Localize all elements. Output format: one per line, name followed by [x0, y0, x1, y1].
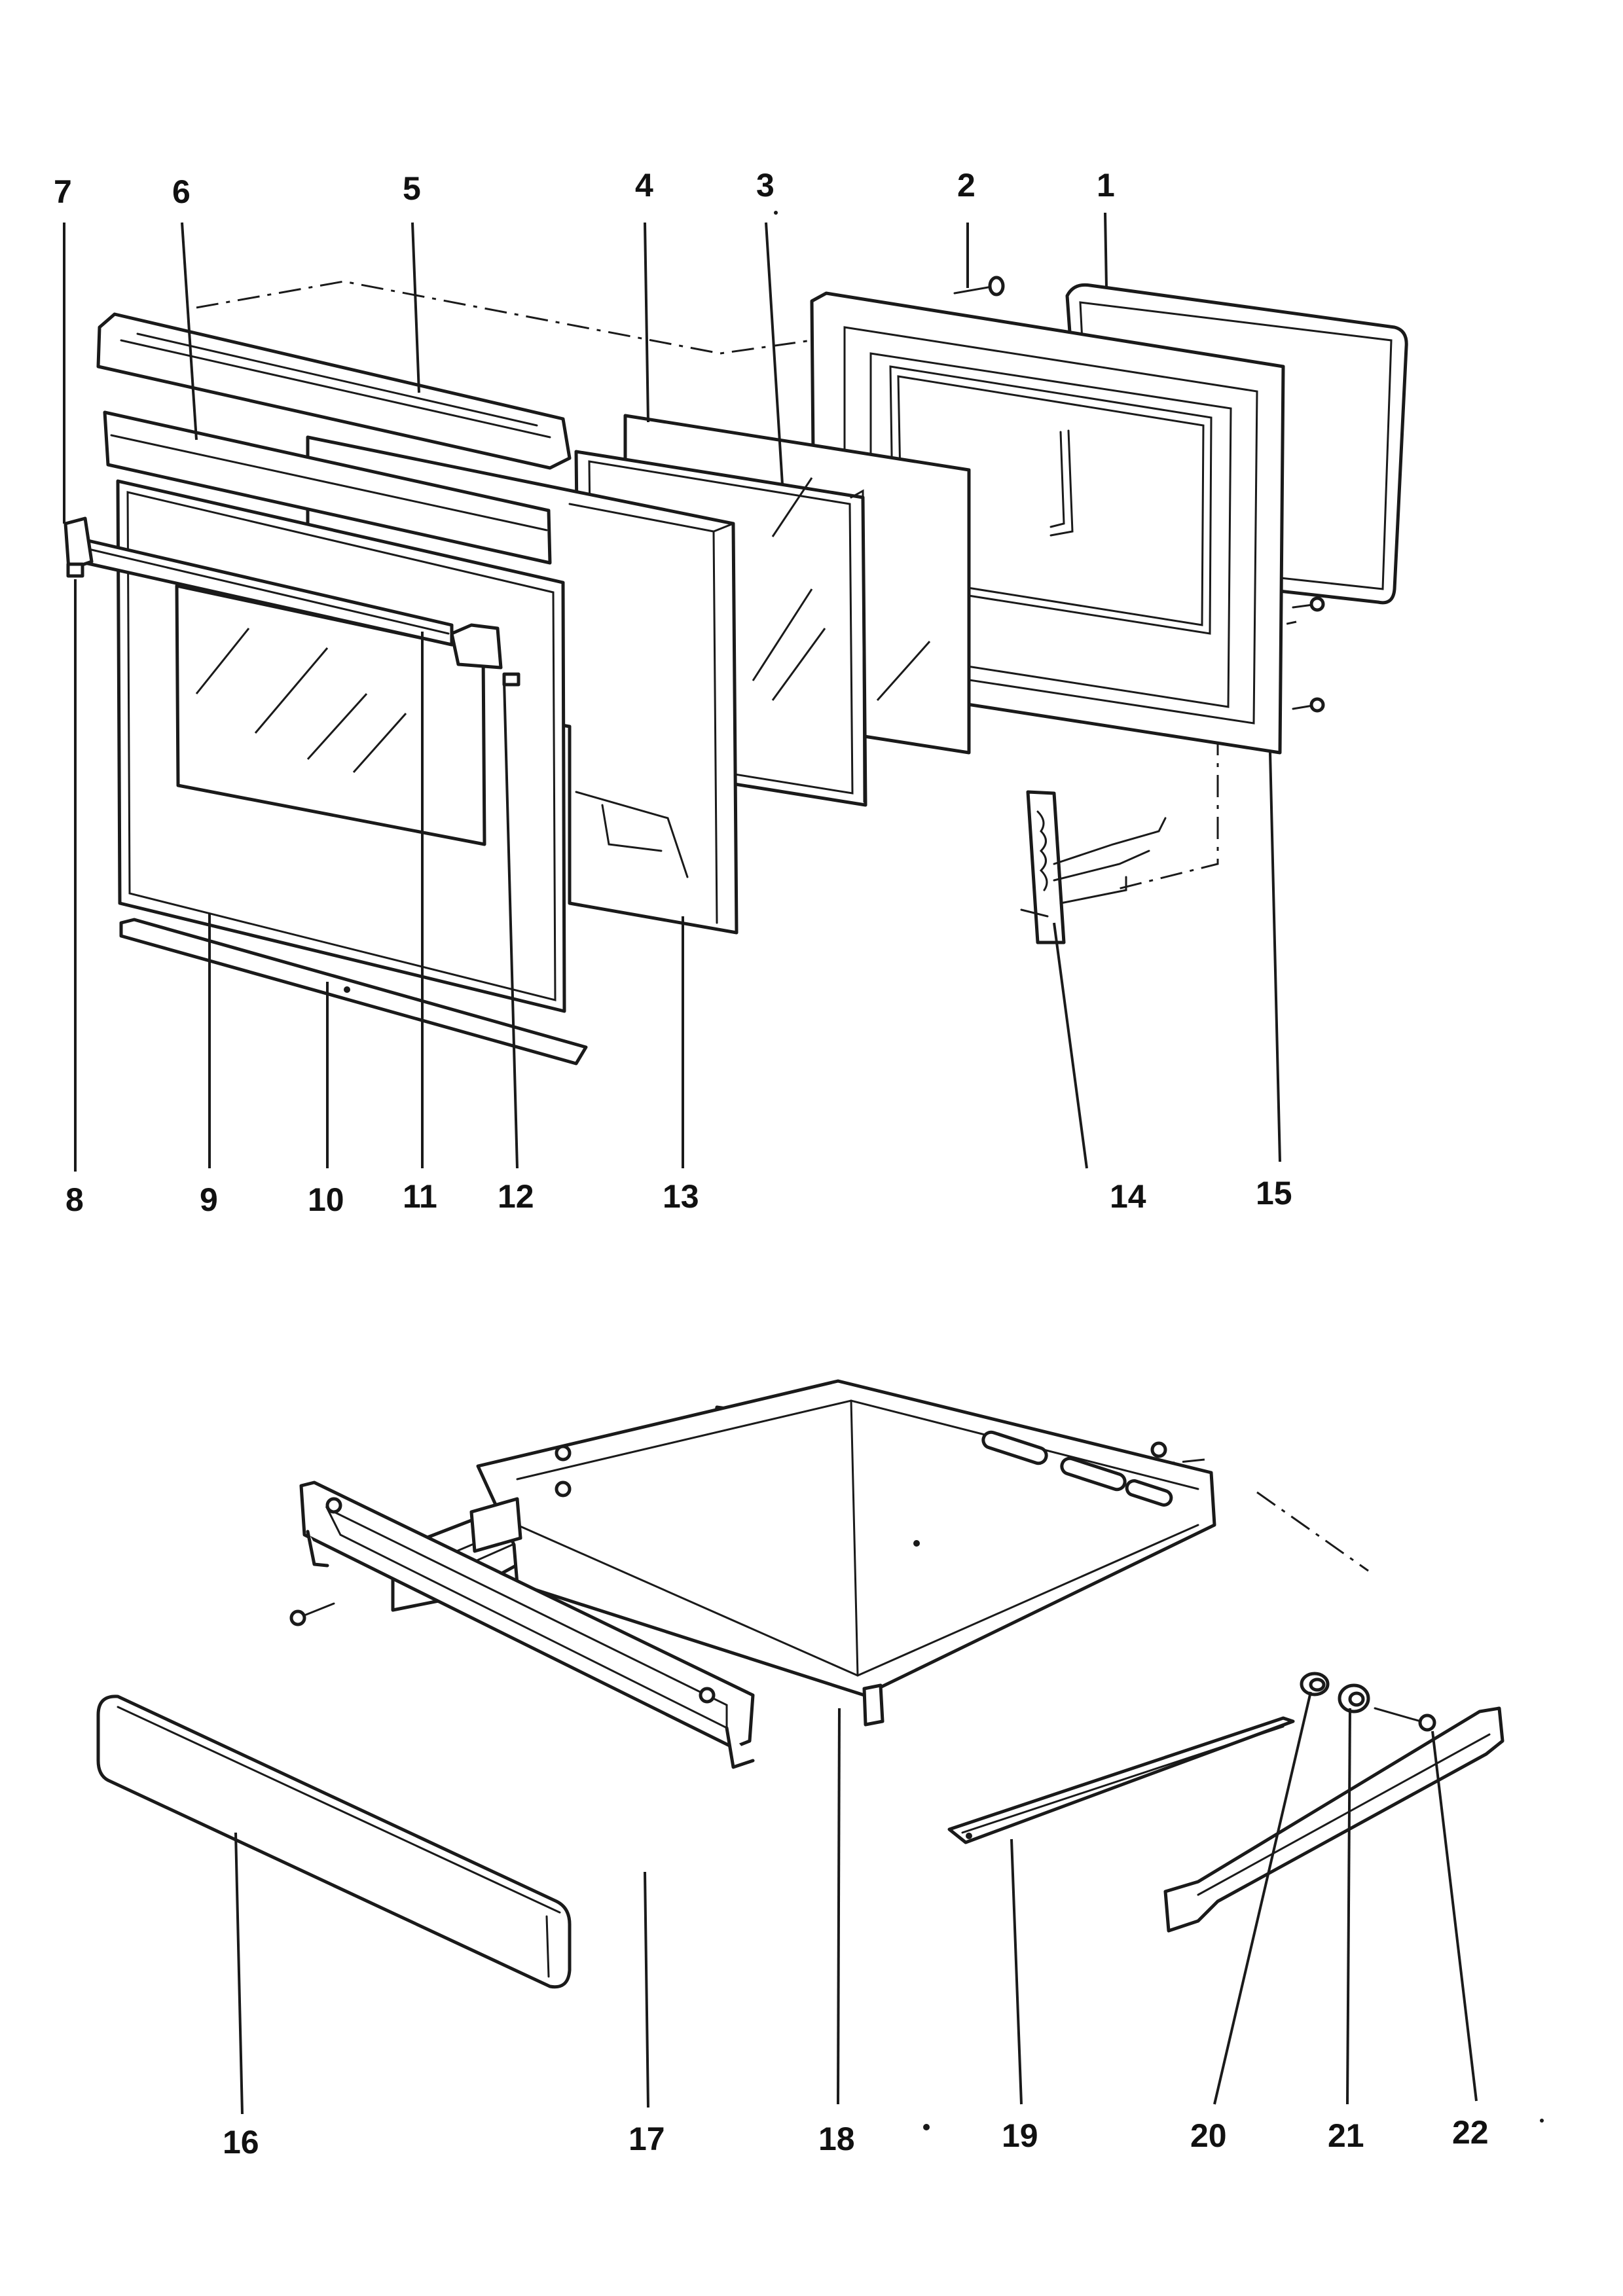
leader-lines-lower — [234, 1691, 1478, 2115]
top-bar-part-6 — [103, 410, 552, 565]
bottom-strip-part-10 — [119, 918, 588, 1066]
callout-22: 22 — [1452, 2114, 1489, 2151]
side-rail-part-19 — [947, 1716, 1295, 1844]
callout-19: 19 — [1002, 2117, 1038, 2154]
callout-15: 15 — [1256, 1175, 1292, 1211]
callout-3: 3 — [756, 167, 775, 204]
callout-17: 17 — [629, 2121, 665, 2157]
callout-2: 2 — [957, 167, 976, 204]
callout-14: 14 — [1110, 1178, 1146, 1215]
callout-numbers: 1 2 3 4 5 6 7 8 9 10 11 12 13 14 15 16 1… — [54, 167, 1489, 2161]
handle-end-cap-right-part-12 — [450, 623, 520, 687]
top-trim-part-5 — [96, 312, 572, 470]
screw-part-2 — [953, 276, 1005, 296]
callout-16: 16 — [223, 2124, 259, 2161]
screw-part-22 — [1374, 1707, 1436, 1732]
bush-part-20 — [1300, 1672, 1330, 1696]
callout-11: 11 — [403, 1178, 437, 1215]
callout-9: 9 — [200, 1181, 218, 1218]
scan-specks — [774, 211, 1544, 2130]
outer-door-panel-part-9 — [116, 479, 566, 1013]
drawer-box-part-18 — [469, 1379, 1216, 1727]
bush-part-21 — [1338, 1683, 1370, 1713]
callout-20: 20 — [1190, 2117, 1227, 2154]
callout-4: 4 — [635, 167, 653, 204]
callout-18: 18 — [818, 2121, 855, 2157]
drawer-front-bracket-part-17 — [299, 1480, 755, 1769]
drawer-assembly — [96, 1379, 1504, 2115]
callout-5: 5 — [403, 170, 421, 207]
leader-lines-upper — [63, 212, 1281, 1172]
drawer-front-panel-part-16 — [96, 1695, 572, 1989]
callout-10: 10 — [308, 1181, 344, 1218]
handle-end-cap-left-part-7 — [64, 516, 94, 578]
oven-door-assembly — [63, 212, 1408, 1172]
callout-12: 12 — [498, 1178, 534, 1215]
bracket-screw — [289, 1602, 335, 1626]
callout-6: 6 — [172, 173, 191, 210]
callout-21: 21 — [1328, 2117, 1364, 2154]
callout-13: 13 — [663, 1178, 699, 1215]
callout-1: 1 — [1097, 167, 1115, 204]
hinge-part-14 — [1020, 790, 1167, 944]
rear-right-runner — [1163, 1706, 1504, 1933]
callout-7: 7 — [54, 173, 72, 210]
callout-8: 8 — [65, 1181, 84, 1218]
screws-right — [1292, 596, 1325, 713]
